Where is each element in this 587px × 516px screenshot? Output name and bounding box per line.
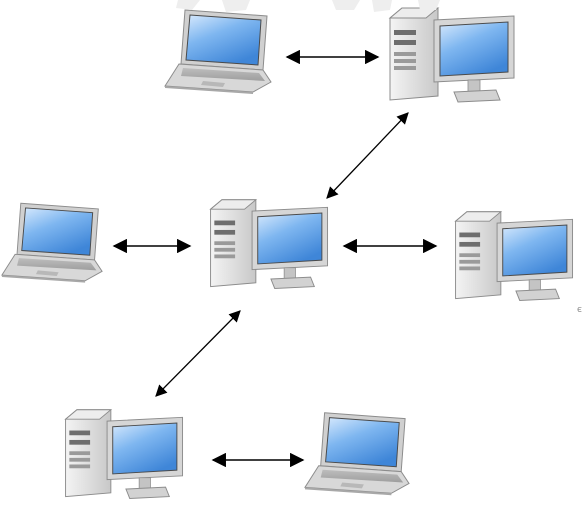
connections [112, 49, 438, 468]
laptop-bottom-icon [304, 412, 410, 496]
laptop-top-icon [164, 9, 272, 94]
laptop-left-icon [1, 202, 103, 284]
arrow-desktop-top-to-desktop-center [326, 112, 409, 199]
desktop-bottom-icon [65, 409, 184, 499]
desktop-top-icon [389, 7, 515, 103]
devices [1, 7, 574, 499]
arrow-desktop-center-to-desktop-bottom [155, 310, 241, 397]
desktop-right-icon [455, 211, 574, 301]
stray-mark: є [577, 305, 582, 315]
desktop-center-icon [210, 199, 329, 289]
clipped-top-decoration [176, 0, 440, 12]
